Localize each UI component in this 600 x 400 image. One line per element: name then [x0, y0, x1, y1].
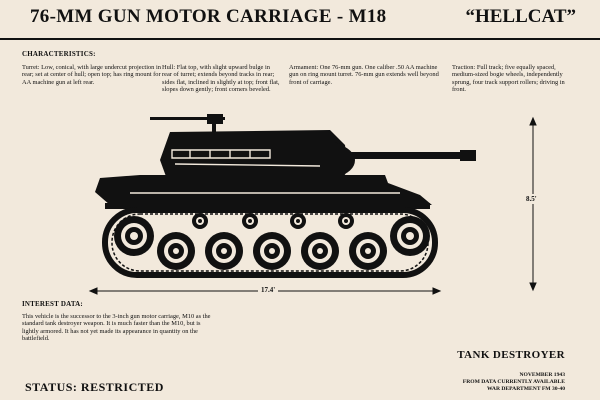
page-title: 76-MM GUN MOTOR CARRIAGE - M18 — [30, 6, 387, 27]
hull-description: Hull: Flat top, with slight upward bulge… — [162, 64, 280, 94]
armament-label: Armament: — [289, 64, 319, 71]
bogie-wheels — [157, 232, 387, 270]
vehicle-nickname: “HELLCAT” — [465, 6, 576, 27]
traction-description: Traction: Full track; five equally space… — [452, 64, 577, 94]
turret-body — [160, 130, 348, 182]
support-rollers — [192, 213, 354, 229]
aa-gun-mount — [212, 124, 216, 132]
height-dimension-label: 8.5' — [526, 194, 537, 204]
source-line-2: WAR DEPARTMENT FM 30-40 — [486, 385, 565, 392]
hull-body — [95, 175, 432, 205]
gun-mantlet — [335, 142, 355, 178]
header-rule — [0, 38, 600, 40]
classification-label: TANK DESTROYER — [457, 349, 565, 361]
characteristics-heading: CHARACTERISTICS: — [22, 50, 96, 58]
drive-sprocket — [390, 216, 430, 256]
turret-stowage-detail — [130, 149, 400, 194]
track-links — [111, 213, 429, 272]
interest-heading: INTEREST DATA: — [22, 300, 83, 308]
turret-label: Turret: — [22, 64, 40, 71]
height-dimension-arrow — [529, 116, 537, 292]
armament-description: Armament: One 76-mm gun. One caliber .50… — [289, 64, 439, 86]
armament-text: One 76-mm gun. One caliber .50 AA machin… — [289, 64, 439, 86]
hull-label: Hull: — [162, 64, 176, 71]
turret-text: Low, conical, with large undercut projec… — [22, 64, 161, 86]
traction-label: Traction: — [452, 64, 476, 71]
interest-text: This vehicle is the successor to the 3-i… — [22, 313, 211, 343]
idler-wheel — [114, 216, 154, 256]
aa-machine-gun-barrel — [150, 117, 225, 120]
traction-text: Full track; five equally spaced, medium-… — [452, 64, 565, 94]
source-block: NOVEMBER 1943 FROM DATA CURRENTLY AVAILA… — [463, 372, 565, 393]
main-gun-muzzle — [460, 150, 476, 161]
status-label: STATUS: RESTRICTED — [25, 380, 164, 394]
length-dimension-label: 17.4' — [258, 286, 279, 294]
source-date: NOVEMBER 1943 — [519, 372, 565, 378]
source-line-1: FROM DATA CURRENTLY AVAILABLE — [462, 378, 565, 385]
fender — [105, 203, 430, 209]
aa-machine-gun-body — [207, 114, 223, 124]
track-outline — [102, 207, 438, 278]
turret-description: Turret: Low, conical, with large undercu… — [22, 64, 162, 86]
hull-text: Flat top, with slight upward bulge in re… — [162, 64, 280, 94]
main-gun-barrel — [350, 152, 475, 159]
